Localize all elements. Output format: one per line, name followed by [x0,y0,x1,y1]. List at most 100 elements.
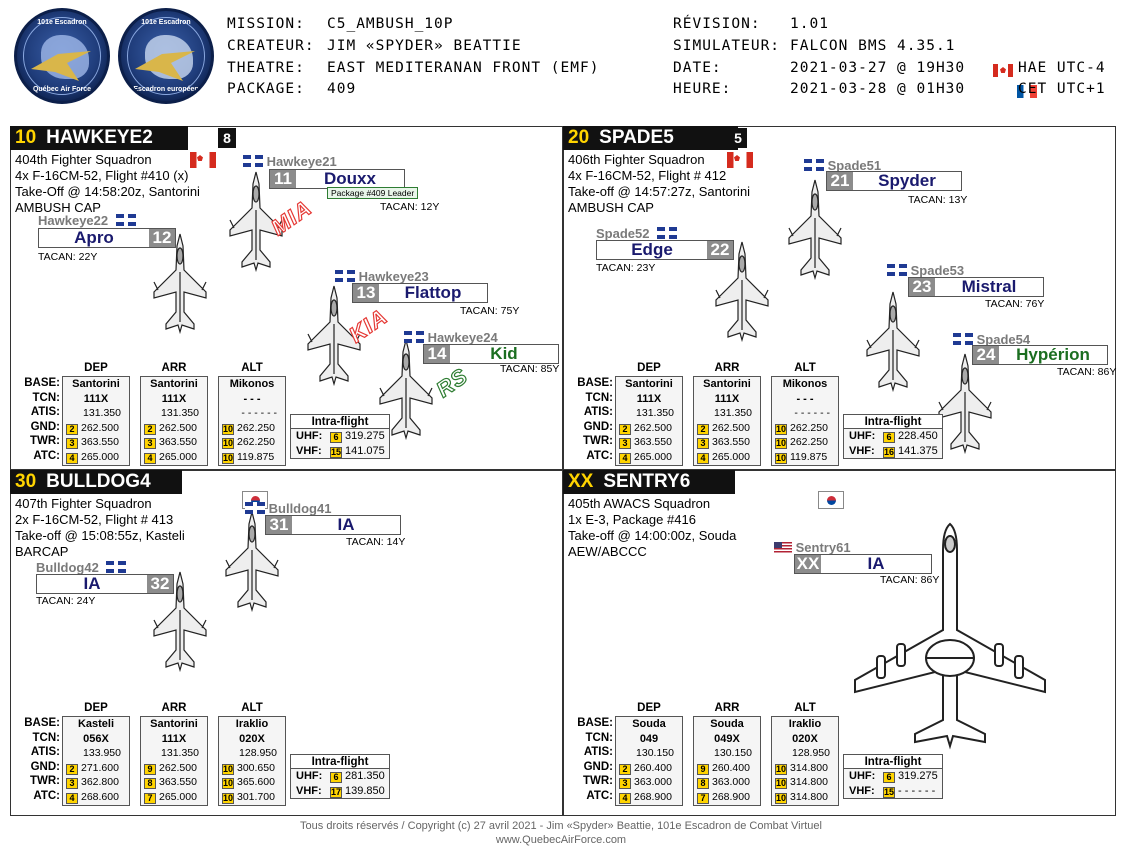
simulateur-value: FALCON BMS 4.35.1 [790,38,956,54]
pilot-name: Apro [74,228,114,247]
f16-aircraft-icon [150,570,210,685]
channel-badge: 2 [619,763,631,775]
channel-badge: 2 [144,423,156,435]
flight-task: AEW/ABCCC [568,544,647,559]
channel-badge: 4 [619,452,631,464]
dep-twr-freq: 362.800 [81,776,119,789]
dep-atis: 133.950 [83,747,121,760]
intra-vhf-label: VHF: [849,444,875,457]
arr-base: Souda [710,718,744,730]
intra-uhf-freq: 228.450 [898,430,938,442]
intra-flight-header: Intra-flight [844,755,942,769]
row-label-atis: ATIS: [583,746,613,759]
pilot-callsign: Hawkeye24 [427,330,498,345]
heure-timezone: CET UTC+1 [1018,81,1106,97]
channel-badge: 3 [697,438,709,450]
f16-aircraft-icon [222,510,282,625]
pilot-name: IA [337,515,355,534]
channel-badge: 3 [66,778,78,790]
channel-badge: 4 [144,452,156,464]
dep-tcn: 049 [639,732,659,745]
pilot-name: Douxx [324,169,376,188]
flight-number: 20 [568,127,590,148]
alt-atis: 128.950 [792,747,830,760]
intra-uhf-label: UHF: [296,770,323,782]
dep-twr-freq: 363.000 [634,776,672,789]
squadron-logo-quebec: 101e Escadron Québec Air Force [14,8,110,104]
pilot-side-number: XX [795,554,821,573]
dep-header: DEP [84,362,108,374]
pilot-side-number: 32 [147,575,173,593]
quebec-flag-icon [657,227,678,239]
dep-twr-freq: 363.550 [81,436,119,449]
korea-flag-icon [818,491,844,509]
channel-badge: 10 [775,438,787,450]
channel-badge: 3 [619,778,631,790]
row-label-base: BASE: [24,717,60,729]
logo-text-bottom: Québec Air Force [32,86,92,93]
alt-twr-freq: 262.250 [790,436,828,449]
dep-atis: 131.350 [636,407,674,420]
arr-base: Santorini [703,378,751,390]
pilot-callsign: Bulldog42 [36,560,99,575]
channel-badge: 8 [144,778,156,790]
pilot-count: 5 [729,128,747,148]
intra-vhf-label: VHF: [849,784,875,797]
intra-uhf-freq: 319.275 [345,430,385,442]
dep-base: Santorini [72,378,120,390]
alt-atc-freq: 119.875 [237,450,275,463]
canada-flag-icon [727,152,753,168]
f16-aircraft-icon [150,232,210,347]
flight-task: BARCAP [15,544,69,559]
pilot-callsign-row: Spade52 [596,226,678,241]
theatre-value: EAST MEDITERANAN FRONT (EMF) [327,60,600,76]
alt-atc-freq: 314.800 [790,790,828,803]
date-timezone: HAE UTC-4 [1018,60,1106,76]
alt-base: Iraklio [788,718,822,730]
arr-header: ARR [714,362,740,374]
arr-header: ARR [161,702,187,714]
intra-uhf-freq: 281.350 [345,770,385,782]
intra-vhf-row: VHF:15- - - - - - [844,784,942,799]
alt-base: Iraklio [235,718,269,730]
arr-gnd-freq: 262.500 [712,421,750,434]
channel-badge: 10 [222,452,234,464]
pilot-count: 8 [218,128,236,148]
flight-squadron: 404th Fighter Squadron [15,152,152,167]
arr-twr-freq: 363.550 [159,436,197,449]
alt-atc-freq: 119.875 [790,450,828,463]
pilot-name: Spyder [878,171,936,190]
arr-tcn: 111X [161,732,187,745]
flight-callsign: SPADE5 [599,127,674,148]
row-label-atis: ATIS: [583,406,613,419]
channel-badge: 10 [775,452,787,464]
flight-panel-sentry6 [563,470,1116,816]
pilot-name: Hypérion [1016,345,1090,364]
channel-badge: 10 [775,423,787,435]
pilot-callsign-row: Spade54 [953,332,1030,347]
row-label-gnd: GND: [30,760,60,773]
pilot-side-number: 12 [149,229,175,247]
pilot-callsign: Hawkeye21 [266,154,337,169]
squadron-logo-europe: 101e Escadron Escadron européen [118,8,214,104]
flight-aircraft: 4x F-16CM-52, Flight # 412 [568,168,727,183]
